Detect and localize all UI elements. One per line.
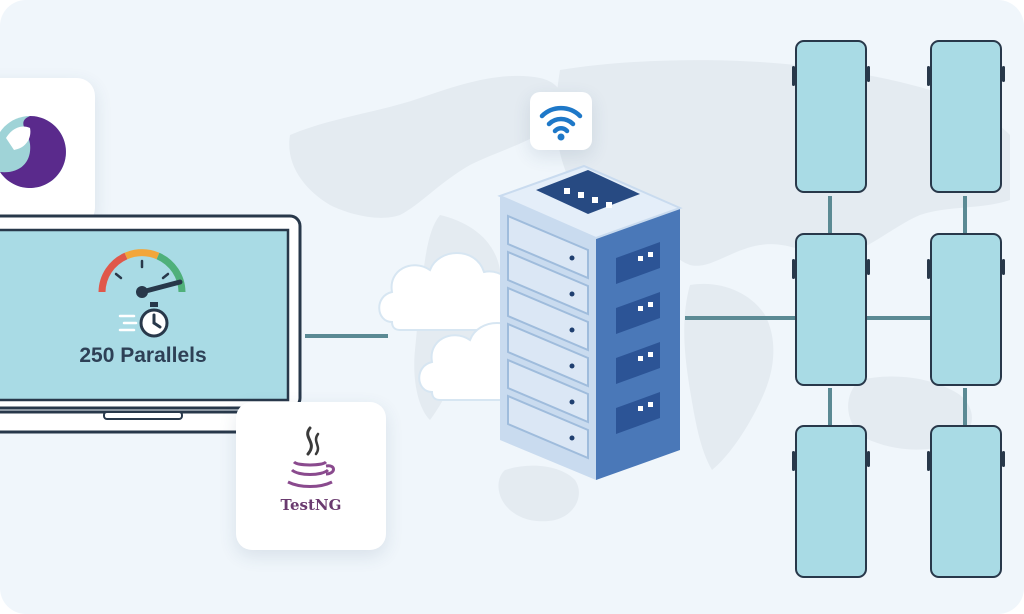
stopwatch-icon xyxy=(118,302,169,338)
device-phone xyxy=(792,233,870,386)
device-phone xyxy=(792,40,870,193)
speedometer-icon xyxy=(98,249,186,298)
device-phone xyxy=(927,40,1005,193)
testng-label: TestNG xyxy=(280,496,342,514)
wifi-card xyxy=(530,92,592,150)
java-cup-icon xyxy=(287,426,335,488)
testng-card: TestNG xyxy=(236,402,386,550)
parallels-label: 250 Parallels xyxy=(79,344,207,367)
device-phone xyxy=(927,425,1005,578)
wifi-icon xyxy=(539,105,583,141)
server-rack-icon xyxy=(497,164,683,480)
app-logo-card xyxy=(0,78,95,226)
device-phone xyxy=(927,233,1005,386)
device-phone xyxy=(792,425,870,578)
app-logo-icon xyxy=(0,116,66,188)
